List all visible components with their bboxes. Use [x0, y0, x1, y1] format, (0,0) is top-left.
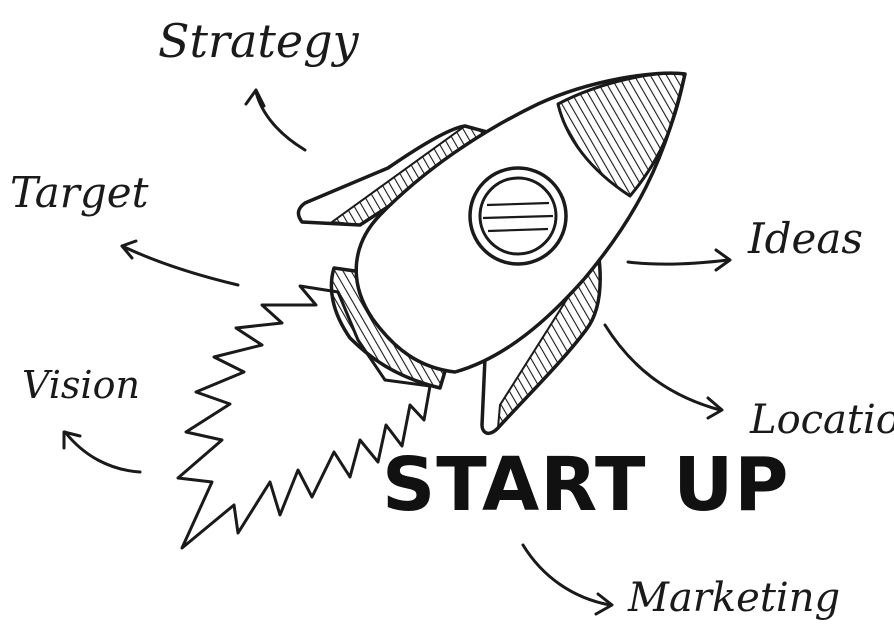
- rocket-bottom-fin-stripe: [496, 247, 602, 431]
- label-marketing: Marketing: [628, 575, 841, 621]
- label-strategy: Strategy: [158, 14, 359, 68]
- rocket-nose-cone: [556, 71, 687, 198]
- arrow-marketing: [521, 543, 612, 607]
- rocket-flame: [176, 284, 432, 550]
- arrow-target: [120, 244, 240, 287]
- startup-title: START UP: [382, 442, 790, 528]
- label-location: Location: [750, 397, 894, 443]
- arrow-ideas: [626, 258, 730, 266]
- label-target: Target: [10, 168, 149, 217]
- label-ideas: Ideas: [748, 214, 863, 263]
- arrow-strategy: [254, 90, 307, 152]
- arrow-vision: [63, 430, 142, 474]
- arrow-location: [603, 323, 722, 412]
- label-vision: Vision: [22, 363, 140, 407]
